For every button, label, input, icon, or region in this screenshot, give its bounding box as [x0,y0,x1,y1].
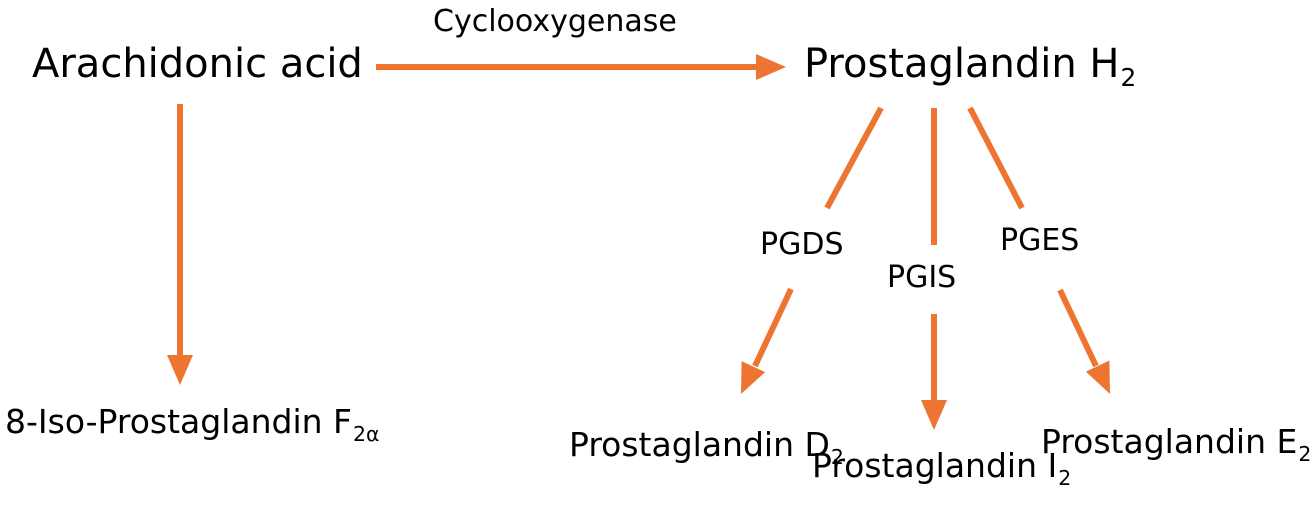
node-prostaglandin-e2-text: Prostaglandin E [1041,422,1298,461]
node-prostaglandin-h2-text: Prostaglandin H [804,41,1120,87]
arrow-pgh2-to-pges-segment [967,106,1025,210]
enzyme-pges: PGES [1000,223,1080,258]
arrow-aa-to-isoprostane [167,104,193,385]
node-8-iso-prostaglandin-subscript: 2α [353,421,380,446]
node-prostaglandin-h2: Prostaglandin H2 [804,41,1136,90]
node-prostaglandin-i2: Prostaglandin I2 [812,446,1071,488]
node-prostaglandin-e2-subscript: 2 [1298,441,1312,466]
node-arachidonic-acid: Arachidonic acid [32,41,363,87]
node-prostaglandin-i2-text: Prostaglandin I [812,446,1058,485]
arrow-pgis-to-pgi2 [921,314,947,430]
node-prostaglandin-d2-subscript: 2 [830,444,844,469]
arrow-pgds-to-pgd2 [741,287,794,394]
node-8-iso-prostaglandin-f2a: 8-Iso-Prostaglandin F2α [5,402,379,444]
node-8-iso-prostaglandin-text: 8-Iso-Prostaglandin F [5,402,352,441]
node-prostaglandin-d2: Prostaglandin D2 [569,425,844,467]
enzyme-cyclooxygenase: Cyclooxygenase [433,4,677,39]
arrow-pges-to-pge2 [1057,288,1110,394]
enzyme-pgis: PGIS [887,260,957,295]
node-prostaglandin-e2: Prostaglandin E2 [1041,422,1311,464]
arrow-aa-to-pgh2 [376,54,786,80]
node-prostaglandin-d2-text: Prostaglandin D [569,425,830,464]
node-prostaglandin-h2-subscript: 2 [1120,63,1137,93]
node-prostaglandin-i2-subscript: 2 [1058,465,1072,490]
enzyme-pgds: PGDS [760,227,844,262]
arrow-pgh2-to-pgds-segment [824,106,884,210]
